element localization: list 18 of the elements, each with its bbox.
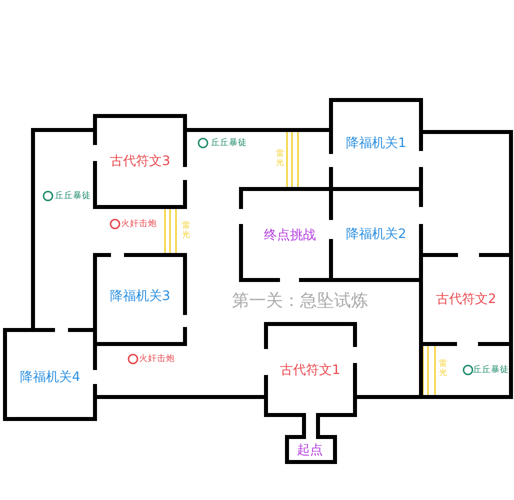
room-name: 降福机关1 [346, 136, 406, 150]
room-name: 降福机关3 [110, 290, 170, 302]
room-name: 古代符文3 [110, 154, 170, 168]
room-name: 降福机关4 [20, 370, 80, 384]
room-name: 古代符文1 [280, 364, 340, 376]
barrier-label: 雷光 [439, 359, 447, 378]
enemy-label: 丘丘暴徒 [55, 192, 91, 200]
enemy-label: 丘丘暴徒 [473, 366, 509, 374]
enemy-label: 火奸击炮 [121, 220, 157, 228]
barrier-label: 雷光 [182, 221, 190, 240]
room-name: 降福机关2 [346, 228, 406, 240]
map-title: 第一关：急坠试炼 [232, 292, 368, 310]
room-name: 古代符文2 [436, 292, 496, 306]
enemy-label: 火奸击炮 [139, 354, 175, 363]
room-name: 起点 [297, 444, 323, 456]
room-name: 终点挑战 [264, 228, 316, 242]
enemy-label: 丘丘暴徒 [211, 138, 247, 147]
barrier-label: 雷光 [276, 149, 284, 168]
